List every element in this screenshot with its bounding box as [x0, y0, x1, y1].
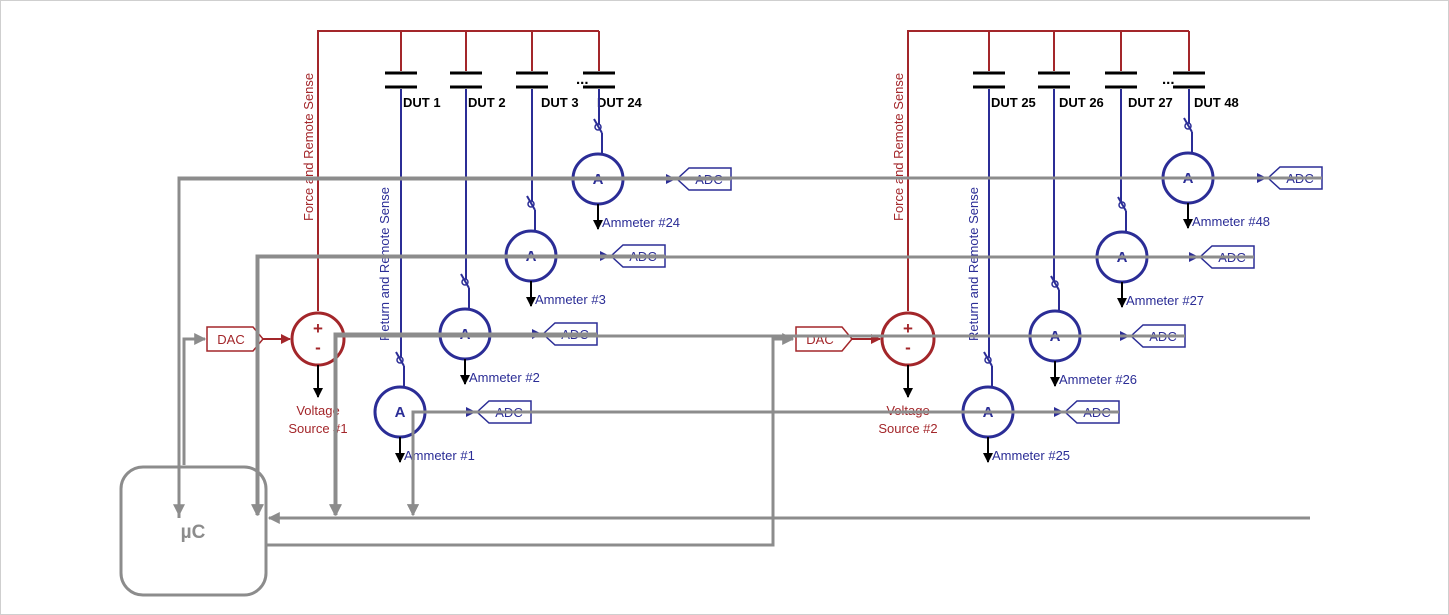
force-sense-label: Force and Remote Sense [301, 73, 316, 221]
force-sense-line [317, 30, 599, 311]
source-label-line2: Source #2 [878, 421, 937, 436]
ellipsis-dots: ... [576, 71, 589, 88]
ammeter-label: Ammeter #48 [1192, 214, 1270, 229]
return-sense-label: Return and Remote Sense [377, 187, 392, 341]
dut-label: DUT 26 [1059, 95, 1104, 110]
ammeter-letter: A [395, 404, 406, 421]
source-label-line2: Source #1 [288, 421, 347, 436]
return-sense-label: Return and Remote Sense [966, 187, 981, 341]
adc-output-wire [407, 410, 531, 517]
dac-label: DAC [806, 332, 833, 347]
switch-blade [1183, 117, 1193, 133]
ellipsis-dots: ... [1162, 71, 1175, 88]
adc-output-wire [252, 255, 1254, 517]
switch-blade [1117, 196, 1127, 212]
microcontroller-block [119, 465, 268, 597]
dac-block [795, 326, 853, 352]
dac-output-bus-2 [266, 333, 795, 547]
minus-sign: - [905, 338, 911, 357]
switch-blade [1050, 275, 1060, 291]
plus-sign: + [903, 319, 913, 338]
dut-label: DUT 25 [991, 95, 1036, 110]
dut-label: DUT 24 [597, 95, 643, 110]
dut-label: DUT 48 [1194, 95, 1239, 110]
source-label-line1: Voltage [296, 403, 339, 418]
ammeter-label: Ammeter #2 [469, 370, 540, 385]
minus-sign: - [315, 338, 321, 357]
microcontroller-label: µC [181, 522, 206, 543]
ammeter-label: Ammeter #24 [602, 215, 680, 230]
dac-output-bus-1 [182, 333, 207, 465]
adc-output-wire [407, 410, 1119, 517]
switch-blade [526, 195, 536, 211]
dut-label: DUT 27 [1128, 95, 1173, 110]
dut-label: DUT 3 [541, 95, 579, 110]
dut-label: DUT 2 [468, 95, 506, 110]
switch-blade [593, 118, 603, 134]
switch-blade [460, 273, 470, 289]
ammeter-label: Ammeter #1 [404, 448, 475, 463]
force-sense-line [907, 30, 1189, 311]
adc-output-wire [330, 334, 1185, 517]
plus-sign: + [313, 319, 323, 338]
switch-blade [395, 351, 405, 367]
ammeter-label: Ammeter #25 [992, 448, 1070, 463]
ammeter-label: Ammeter #27 [1126, 293, 1204, 308]
ammeter-label: Ammeter #26 [1059, 372, 1137, 387]
dut-label: DUT 1 [403, 95, 441, 110]
dac-label: DAC [217, 332, 244, 347]
ammeter-label: Ammeter #3 [535, 292, 606, 307]
force-sense-label: Force and Remote Sense [891, 73, 906, 221]
switch-blade [983, 351, 993, 367]
adc-output-wire [177, 176, 1322, 518]
